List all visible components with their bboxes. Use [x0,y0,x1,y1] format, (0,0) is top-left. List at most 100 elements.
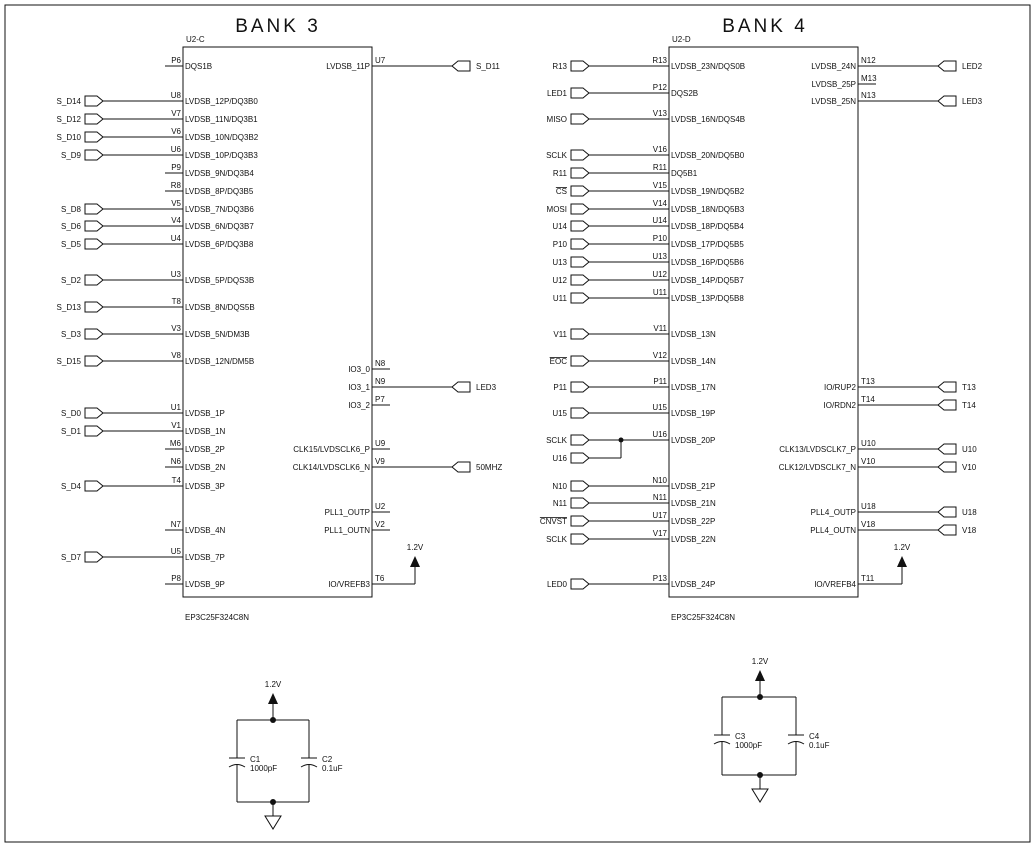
net-port[interactable] [570,533,590,545]
pin-name: LVDSB_7P [185,553,225,562]
net-port[interactable] [570,452,590,464]
net-port[interactable] [570,220,590,232]
net-label: S_D2 [61,276,82,285]
pin-name: LVDSB_10N/DQ3B2 [185,133,259,142]
pin-name: LVDSB_1N [185,427,226,436]
net-label: R11 [553,169,568,178]
net-port[interactable] [451,381,471,393]
pin-name: CLK12/LVDSCLK7_N [779,463,856,472]
net-port[interactable] [570,113,590,125]
cap-value: 1000pF [735,741,762,750]
net-port[interactable] [84,425,104,437]
net-port[interactable] [570,292,590,304]
pin-name: LVDSB_13P/DQ5B8 [671,294,744,303]
net-port[interactable] [451,60,471,72]
net-port[interactable] [84,203,104,215]
net-port[interactable] [84,131,104,143]
pin-number: V9 [375,457,385,466]
capacitor-C4[interactable]: C40.1uF [787,697,830,775]
net-port[interactable] [570,185,590,197]
net-port[interactable] [937,95,957,107]
net-port[interactable] [570,381,590,393]
net-port[interactable] [570,355,590,367]
net-port[interactable] [570,87,590,99]
pin-number: P7 [375,395,385,404]
pin-number: T14 [861,395,875,404]
net-port[interactable] [84,274,104,286]
net-port[interactable] [84,480,104,492]
pin-number: V8 [171,351,181,360]
net-port[interactable] [84,220,104,232]
capacitor-C2[interactable]: C20.1uF [300,720,343,802]
net-port[interactable] [84,113,104,125]
pin-number: N13 [861,91,876,100]
net-port[interactable] [84,407,104,419]
pin-name: DQS2B [671,89,698,98]
net-port[interactable] [937,524,957,536]
net-port[interactable] [451,461,471,473]
net-port[interactable] [570,167,590,179]
net-label: U12 [552,276,567,285]
net-port[interactable] [937,60,957,72]
net-port[interactable] [570,434,590,446]
net-label: CS [556,187,567,196]
pin-number: V6 [171,127,181,136]
net-label: N10 [552,482,567,491]
pin-number: N7 [171,520,182,529]
net-port[interactable] [84,149,104,161]
net-port[interactable] [570,480,590,492]
net-port[interactable] [570,238,590,250]
net-port[interactable] [937,506,957,518]
pin-name: IO/VREFB4 [814,580,856,589]
ic-body[interactable] [182,46,373,598]
net-port[interactable] [570,328,590,340]
pin-number: P13 [653,574,668,583]
net-label: S_D15 [57,357,82,366]
net-port[interactable] [84,95,104,107]
pin-number: V15 [653,181,668,190]
net-label: R13 [552,62,567,71]
net-port[interactable] [84,355,104,367]
net-port[interactable] [570,203,590,215]
pin-number: V17 [653,529,668,538]
pin-number: U6 [171,145,182,154]
net-label: S_D6 [61,222,82,231]
net-port[interactable] [570,274,590,286]
pin-number: V4 [171,216,181,225]
pin-number: V13 [653,109,668,118]
net-port[interactable] [570,407,590,419]
net-port[interactable] [570,149,590,161]
net-port[interactable] [570,60,590,72]
net-port[interactable] [570,256,590,268]
net-port[interactable] [84,328,104,340]
net-port[interactable] [937,381,957,393]
net-port[interactable] [570,497,590,509]
pin-name: LVDSB_23N/DQS0B [671,62,745,71]
pin-number: U17 [652,511,667,520]
net-label: U13 [552,258,567,267]
net-port[interactable] [84,301,104,313]
ic-body[interactable] [668,46,859,598]
pin-number: N12 [861,56,876,65]
net-port[interactable] [570,578,590,590]
net-port[interactable] [937,461,957,473]
net-port[interactable] [84,551,104,563]
net-port[interactable] [937,443,957,455]
net-port[interactable] [570,515,590,527]
net-port[interactable] [937,399,957,411]
pin-name: PLL1_OUTP [325,508,370,517]
pin-name: LVDSB_18P/DQ5B4 [671,222,744,231]
net-port[interactable] [84,238,104,250]
